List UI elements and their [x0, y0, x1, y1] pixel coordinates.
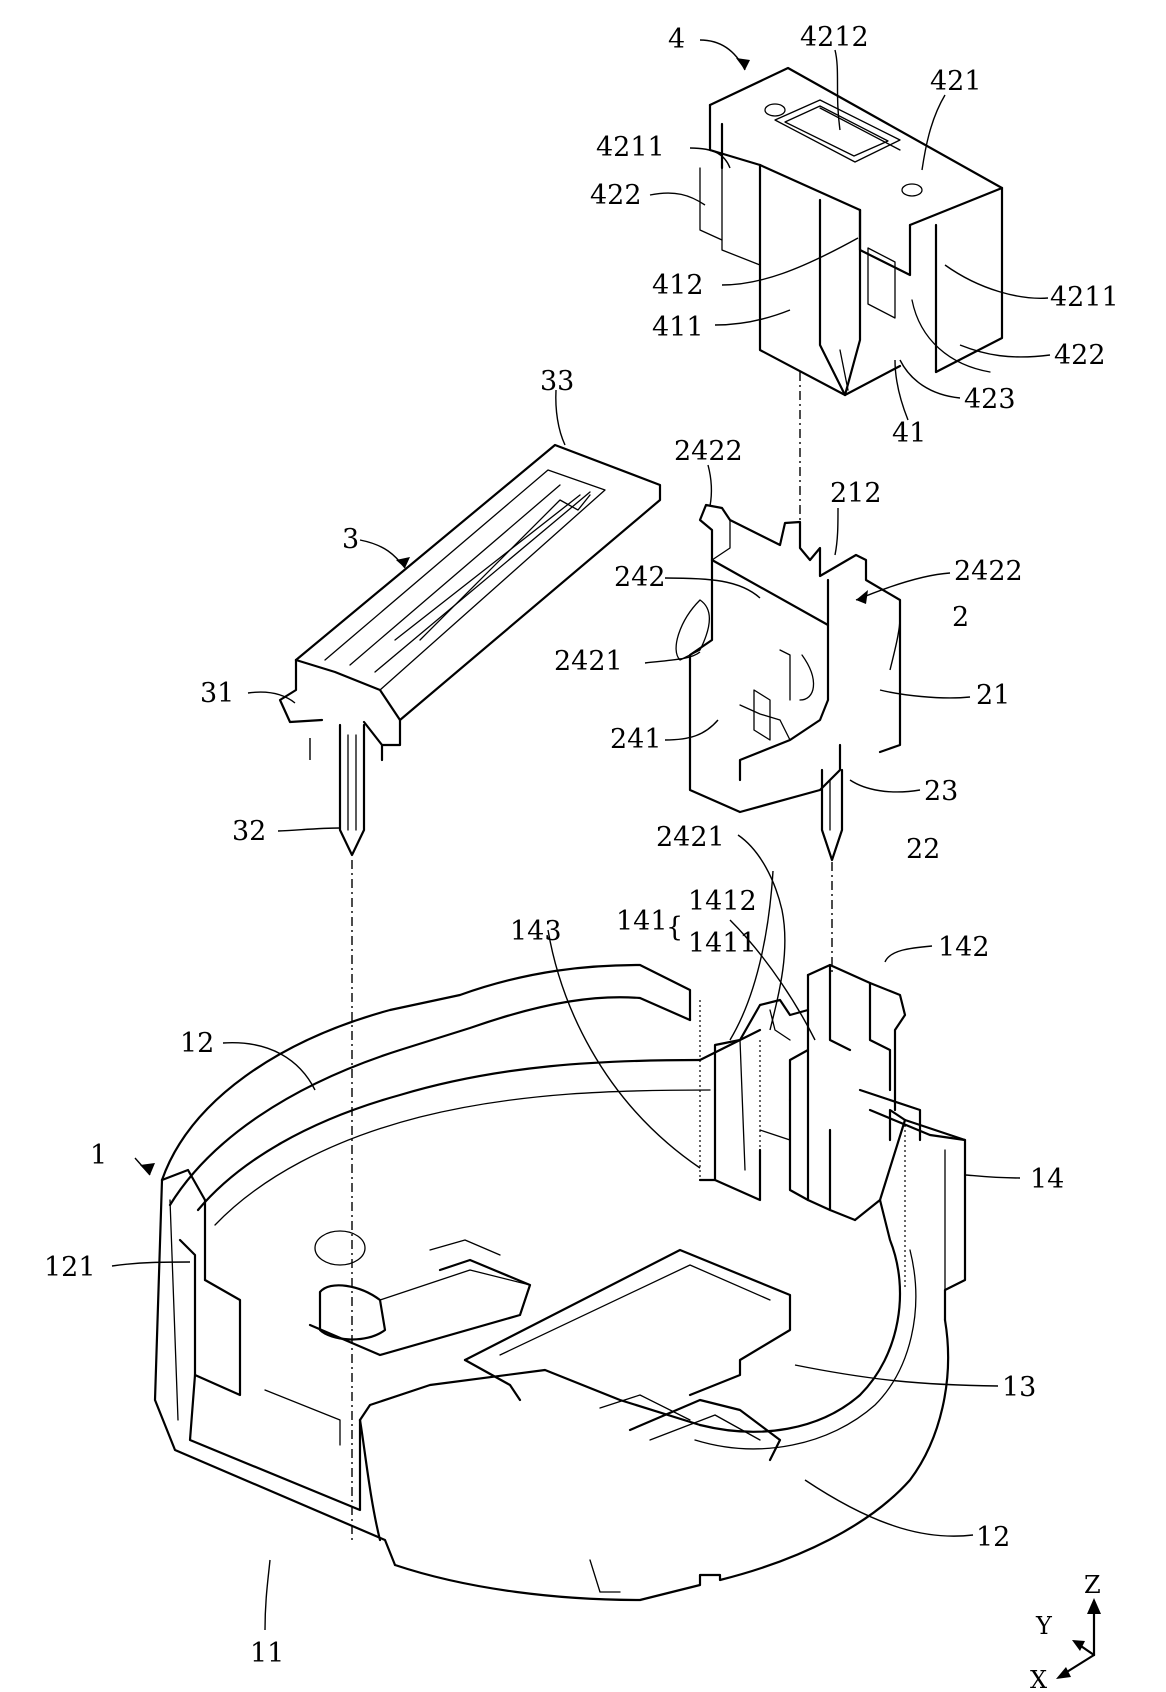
label-1411: 1411 [688, 928, 757, 959]
part-2-terminal [676, 505, 900, 860]
label-4211-right: 4211 [1050, 282, 1119, 313]
label-141-brace: { [666, 912, 683, 943]
label-242: 242 [614, 562, 666, 593]
axis-z-label: Z [1084, 1571, 1101, 1599]
label-241: 241 [610, 724, 662, 755]
part-1-base [155, 965, 965, 1600]
label-12-bottom: 12 [976, 1522, 1010, 1553]
label-12-top: 12 [180, 1028, 214, 1059]
label-41: 41 [892, 418, 926, 449]
label-3: 3 [342, 524, 359, 555]
label-422-right: 422 [1054, 340, 1106, 371]
label-23: 23 [924, 776, 958, 807]
label-32: 32 [232, 816, 266, 847]
label-33: 33 [540, 366, 574, 397]
label-31: 31 [200, 678, 234, 709]
coordinate-axes: Z Y X [1030, 1571, 1101, 1692]
label-1: 1 [90, 1140, 107, 1171]
label-142: 142 [938, 932, 990, 963]
label-2422-right: 2422 [954, 556, 1023, 587]
label-11: 11 [250, 1638, 284, 1669]
label-212: 212 [830, 478, 882, 509]
label-4: 4 [668, 24, 685, 55]
label-1412: 1412 [688, 886, 757, 917]
label-422-left: 422 [590, 180, 642, 211]
label-4211-left: 4211 [596, 132, 665, 163]
label-22: 22 [906, 834, 940, 865]
label-2422-top: 2422 [674, 436, 743, 467]
label-2421-lower: 2421 [656, 822, 725, 853]
label-14: 14 [1030, 1164, 1064, 1195]
label-2: 2 [952, 602, 969, 633]
reference-numerals: 4 4212 421 4211 422 412 411 4211 422 423… [44, 22, 1119, 1669]
label-21: 21 [976, 680, 1010, 711]
assembly-center-lines [352, 372, 905, 1540]
label-4212: 4212 [800, 22, 869, 53]
label-421: 421 [930, 66, 982, 97]
label-143: 143 [510, 916, 562, 947]
axis-y-label: Y [1035, 1612, 1053, 1640]
label-411: 411 [652, 312, 704, 343]
label-423: 423 [964, 384, 1016, 415]
axis-x-label: X [1030, 1666, 1047, 1692]
label-412: 412 [652, 270, 704, 301]
part-4-cap [700, 68, 1002, 395]
label-2421-upper: 2421 [554, 646, 623, 677]
label-13: 13 [1002, 1372, 1036, 1403]
label-141: 141 [616, 906, 668, 937]
label-121: 121 [44, 1252, 96, 1283]
